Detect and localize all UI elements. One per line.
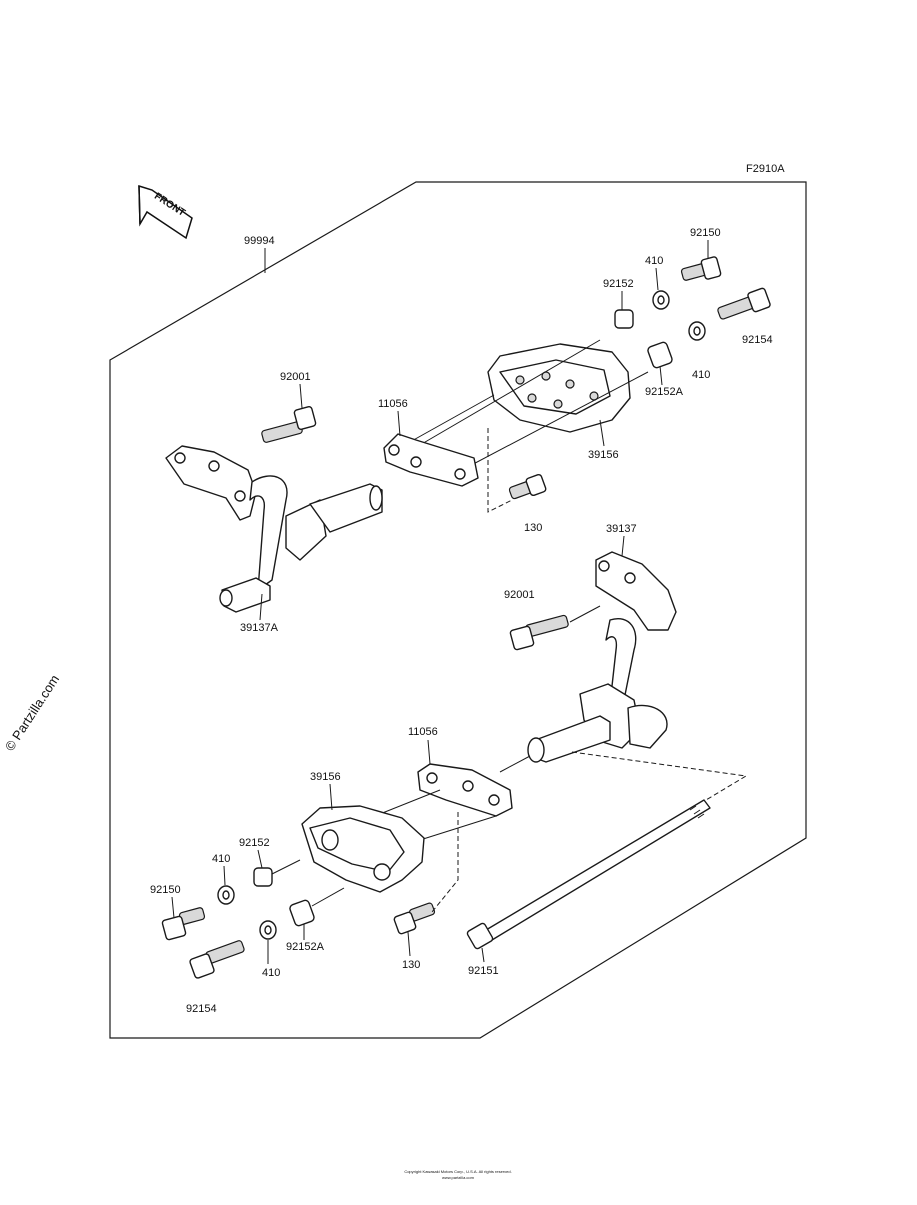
label-92151: 92151 [468,965,499,977]
frame-39137a [165,445,383,613]
rod-92151 [466,799,711,950]
label-130-top: 130 [524,522,542,534]
label-92150-bot: 92150 [150,884,181,896]
bolt-92150-top [680,256,722,281]
front-arrow-icon: FRONT [138,184,193,240]
label-11056-top: 11056 [378,398,408,410]
washer-410-top-b [688,321,706,341]
frame-39137 [527,551,677,763]
collar-92152a-top [647,341,673,369]
bolt-92154-bot [189,940,245,979]
label-11056-bot: 11056 [408,726,438,738]
slider-39156-top [487,343,631,433]
bracket-11056-top [383,433,479,487]
bolt-92001-top [261,405,317,443]
footer-line2: www.partzilla.com [442,1175,475,1180]
slider-39156-bot [301,805,425,893]
label-92152-top: 92152 [603,278,634,290]
label-92001-top: 92001 [280,371,311,383]
bracket-11056-bot [417,763,513,817]
label-130-bot: 130 [402,959,420,971]
label-410-bot-b: 410 [262,967,280,979]
kit-outline [109,181,807,1039]
collar-92152-top [614,309,634,329]
label-92152a-top: 92152A [645,386,684,398]
label-39156-bot: 39156 [310,771,341,783]
label-92152-bot: 92152 [239,837,270,849]
bolt-130-bot [393,902,436,935]
watermark-text: © Partzilla.com [2,672,62,754]
collar-92152-bot [253,867,273,887]
collar-92152a-bot [289,899,315,927]
bolt-92001-mid [509,614,569,651]
footer-line1: Copyright Kawasaki Motors Corp., U.S.A. … [404,1169,511,1174]
label-92150-top: 92150 [690,227,721,239]
washer-410-bot-b [259,920,277,940]
label-39137a: 39137A [240,622,279,634]
washer-410-bot [217,885,235,905]
label-410-top-b: 410 [692,369,710,381]
label-92001-mid: 92001 [504,589,535,601]
bolt-92150-bot [161,907,206,941]
label-92154-top: 92154 [742,334,773,346]
bolt-92154-top [717,287,771,320]
label-99994: 99994 [244,235,275,247]
label-39137: 39137 [606,523,637,535]
washer-410-top [652,290,670,310]
bolt-130-top [508,473,547,500]
label-92154-bot: 92154 [186,1003,217,1015]
diagram-code: F2910A [746,163,785,175]
label-410-top: 410 [645,255,663,267]
label-92152a-bot: 92152A [286,941,325,953]
label-410-bot: 410 [212,853,230,865]
label-39156-top: 39156 [588,449,619,461]
